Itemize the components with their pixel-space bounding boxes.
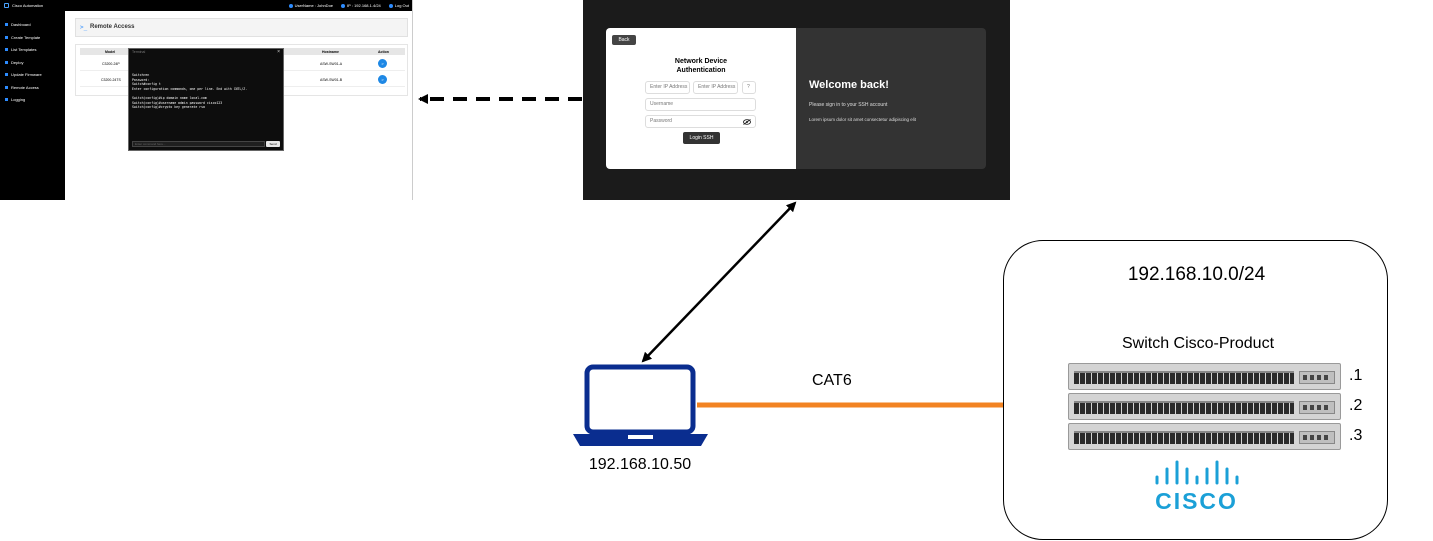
app-screenshot: Cisco Automation UserName : JohnDoe IP :… [0,0,413,200]
app-topbar: Cisco Automation UserName : JohnDoe IP :… [0,0,412,11]
auth-title: Network Device Authentication [606,57,796,75]
auth-title-line1: Network Device [674,58,728,65]
cell-model: C3200-24P [102,62,120,66]
switch-address-suffix: .2 [1349,397,1363,414]
login-screenshot: Back Network Device Authentication Enter… [583,0,1010,200]
network-box: 192.168.10.0/24 Switch Cisco-Product .1 … [1003,240,1388,540]
connect-button[interactable]: > [378,59,387,68]
refresh-icon [5,73,8,76]
ip-address-field-1[interactable]: Enter IP Address [645,81,690,94]
back-button[interactable]: Back [612,35,636,45]
sidebar-item-label: Dashboard [11,22,31,27]
sidebar-item-update-firmware[interactable]: Update Firmware [5,72,42,77]
cell-model: C3200-24TS [101,78,121,82]
user-info: UserName : JohnDoe [288,3,334,8]
list-icon [5,48,8,51]
page-header-card: >_ Remote Access [75,18,408,37]
switch-uplink [1299,401,1335,414]
logout-icon [388,3,393,8]
login-ssh-button[interactable]: Login SSH [683,132,720,144]
command-input[interactable]: Enter command here... [132,141,265,147]
sidebar-item-remote-access[interactable]: Remote Access [5,85,39,90]
app-brand: Cisco Automation [4,3,43,8]
sidebar-item-create-template[interactable]: Create Template [5,35,40,40]
password-field[interactable]: Password [645,115,756,128]
terminal-modal: Terminal × Switch>en Password: Switch#co… [128,48,284,151]
dashboard-icon [5,23,8,26]
switch-address-suffix: .3 [1349,427,1363,444]
login-form-panel: Back Network Device Authentication Enter… [606,28,796,169]
switch-uplink [1299,371,1335,384]
switch-ports [1074,371,1294,384]
welcome-panel: Welcome back! Please sign in to your SSH… [796,28,986,169]
switch-uplink [1299,431,1335,444]
close-icon[interactable]: × [277,49,280,55]
cisco-logo-icon [1155,460,1239,485]
cell-hostname: ASW-SW01-B [320,78,343,82]
cell-hostname: ASW-SW01-A [320,62,343,66]
user-icon [288,3,293,8]
welcome-body: Lorem ipsum dolor sit amet consectetur a… [809,117,917,122]
logout-label: Log Out [394,3,409,8]
terminal-icon [5,86,8,89]
switch-address-suffix: .1 [1349,367,1363,384]
laptop-ip-label: 192.168.10.50 [588,456,692,473]
send-button[interactable]: Send [266,141,280,147]
column-action: Action [378,50,389,54]
deploy-icon [5,61,8,64]
switch-ports [1074,431,1294,444]
sidebar-item-label: Remote Access [11,85,39,90]
user-label: UserName : JohnDoe [294,3,334,8]
sidebar-item-label: Deploy [11,60,24,65]
ip-label: IP : 192.168.1.4/24 [347,3,381,8]
app-brand-label: Cisco Automation [12,3,44,8]
hide-password-icon[interactable] [743,119,751,125]
laptop-icon [573,364,708,446]
switch-ports [1074,401,1294,414]
connect-button[interactable]: > [378,75,387,84]
welcome-subtitle: Please sign in to your SSH account [809,102,888,108]
welcome-heading: Welcome back! [809,79,889,91]
switch-unit [1068,363,1341,390]
cisco-logo-icon [4,3,9,8]
app-sidebar: Dashboard Create Template List Templates… [0,11,65,200]
network-icon [341,3,346,8]
switch-label: Switch Cisco-Product [1121,335,1275,352]
ip-address-field-2[interactable]: Enter IP Address [693,81,738,94]
log-icon [5,98,8,101]
username-field[interactable]: Username [645,98,756,111]
password-placeholder: Password [650,118,672,124]
page-title: Remote Access [90,24,135,30]
sidebar-item-logging[interactable]: Logging [5,97,25,102]
sidebar-item-label: List Templates [11,47,37,52]
logout-link[interactable]: Log Out [388,3,409,8]
cable-label: CAT6 [812,372,852,389]
subnet-label: 192.168.10.0/24 [1127,264,1266,285]
sidebar-item-list-templates[interactable]: List Templates [5,47,37,52]
column-model: Model [105,50,116,54]
terminal-output: Switch>en Password: Switch#config t Ente… [132,73,248,110]
terminal-title: Terminal [132,50,146,54]
sidebar-item-label: Logging [11,97,26,102]
column-hostname: Hostname [322,50,339,54]
auth-title-line2: Authentication [676,67,726,74]
sidebar-item-label: Update Firmware [11,72,42,77]
create-icon [5,36,8,39]
switch-unit [1068,393,1341,420]
port-field[interactable]: ? [742,81,756,94]
sidebar-item-deploy[interactable]: Deploy [5,60,23,65]
ip-info: IP : 192.168.1.4/24 [341,3,381,8]
switch-unit [1068,423,1341,450]
terminal-prompt-icon: >_ [80,24,88,31]
double-arrow-laptop-to-login [641,201,797,363]
sidebar-item-label: Create Template [11,35,41,40]
sidebar-item-dashboard[interactable]: Dashboard [5,22,31,27]
cisco-wordmark: CISCO [1155,488,1238,514]
